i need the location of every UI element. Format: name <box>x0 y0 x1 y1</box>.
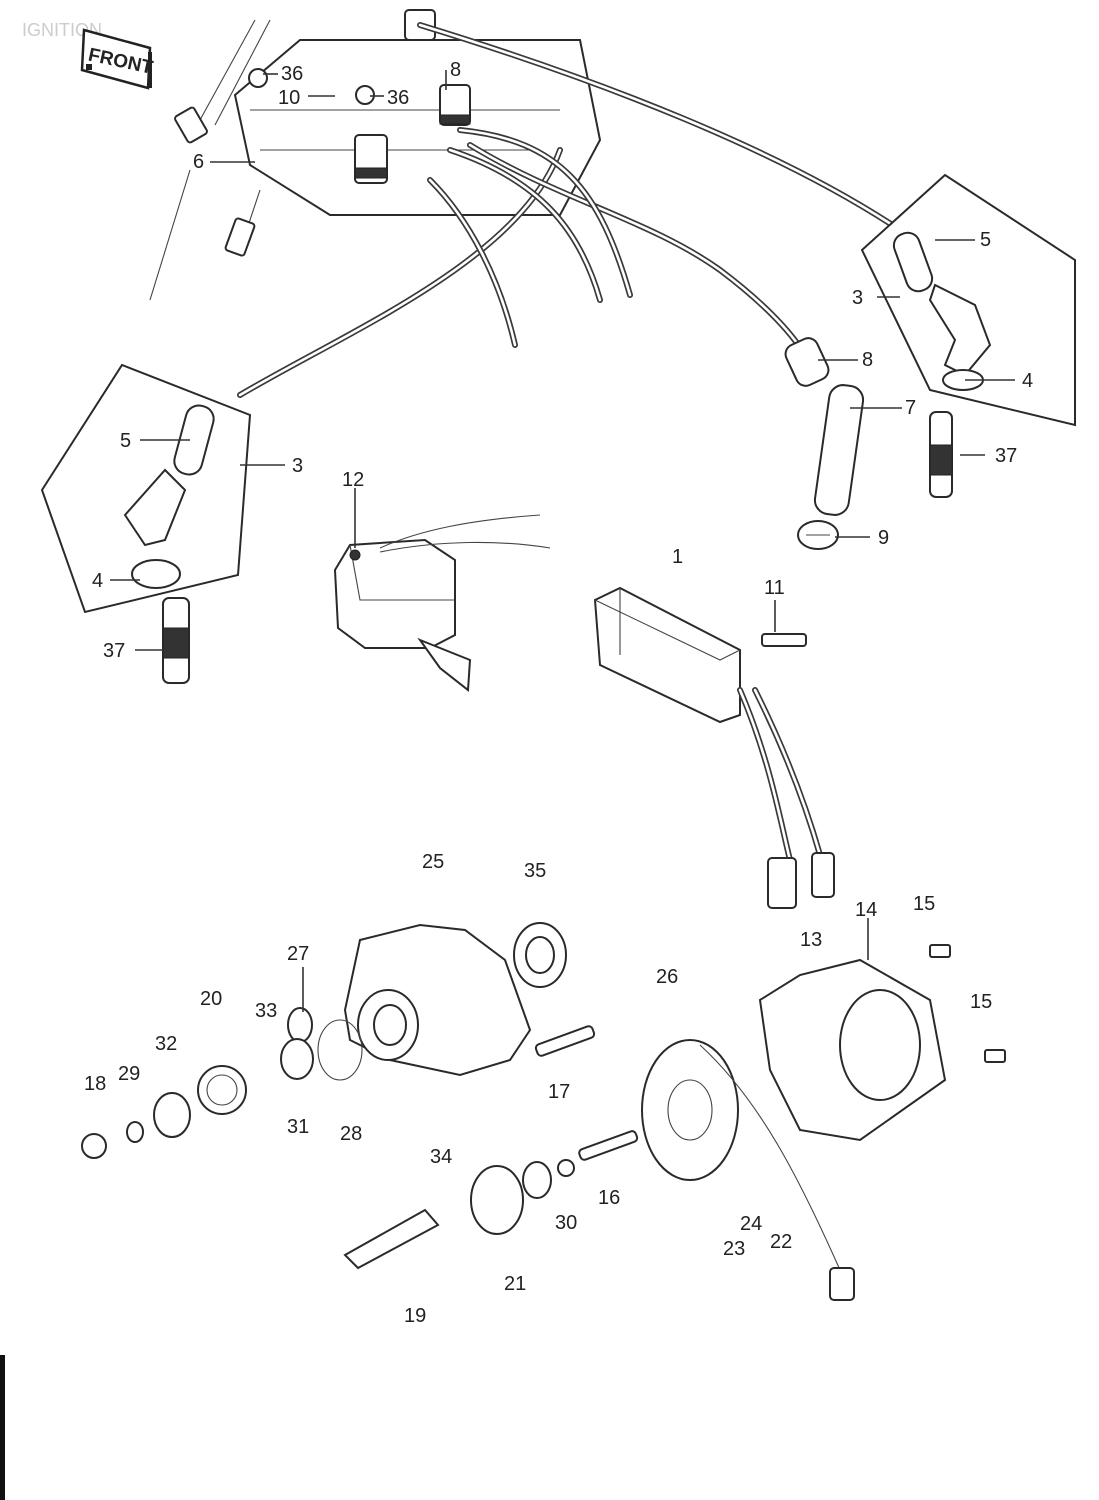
label-10: 10 <box>278 87 300 109</box>
label-14: 14 <box>855 899 877 921</box>
label-15b: 15 <box>970 991 992 1013</box>
label-31: 31 <box>287 1116 309 1138</box>
label-3b: 3 <box>292 455 303 477</box>
plug-cap-center <box>784 337 865 550</box>
label-37a: 37 <box>995 445 1017 467</box>
label-6: 6 <box>193 151 204 173</box>
label-12: 12 <box>342 469 364 491</box>
label-8b: 8 <box>862 349 873 371</box>
left-plug-cap-group <box>40 363 252 684</box>
ignition-coil <box>333 514 551 692</box>
label-36b: 36 <box>387 87 409 109</box>
label-37b: 37 <box>103 640 125 662</box>
label-26: 26 <box>656 966 678 988</box>
label-36a: 36 <box>281 63 303 85</box>
label-22: 22 <box>770 1231 792 1253</box>
part-labels: 36 10 36 8 6 5 3 4 37 8 7 9 5 3 4 37 12 … <box>84 59 1033 1327</box>
label-25: 25 <box>422 851 444 873</box>
label-11: 11 <box>764 577 785 599</box>
label-34: 34 <box>430 1146 452 1168</box>
label-3a: 3 <box>852 287 863 309</box>
label-35: 35 <box>524 860 546 882</box>
front-direction-badge: FRONT <box>80 28 155 90</box>
label-29: 29 <box>118 1063 140 1085</box>
label-17: 17 <box>548 1081 570 1103</box>
label-33: 33 <box>255 1000 277 1022</box>
label-21: 21 <box>504 1273 526 1295</box>
section-title: IGNITION <box>22 20 102 40</box>
right-plug-cap-group <box>860 173 1076 498</box>
label-5b: 5 <box>120 430 131 452</box>
label-19: 19 <box>404 1305 426 1327</box>
label-30: 30 <box>555 1212 577 1234</box>
label-8a: 8 <box>450 59 461 81</box>
label-4a: 4 <box>1022 370 1033 392</box>
gear-and-spacers <box>81 1065 247 1159</box>
label-32: 32 <box>155 1033 177 1055</box>
label-7: 7 <box>905 397 916 419</box>
label-13: 13 <box>800 929 822 951</box>
magneto-cover-assembly <box>280 922 596 1081</box>
label-23: 23 <box>723 1238 745 1260</box>
cdi-unit <box>593 586 835 909</box>
label-9: 9 <box>878 527 889 549</box>
label-16: 16 <box>598 1187 620 1209</box>
label-20: 20 <box>200 988 222 1010</box>
label-5a: 5 <box>980 229 991 251</box>
label-4b: 4 <box>92 570 103 592</box>
label-27: 27 <box>287 943 309 965</box>
ignition-coil-bracket-assembly <box>149 9 602 301</box>
label-1: 1 <box>672 546 683 568</box>
pickup-and-rotor-hub <box>343 1159 575 1270</box>
label-15a: 15 <box>913 893 935 915</box>
leader-lines <box>110 70 1015 1012</box>
label-18: 18 <box>84 1073 106 1095</box>
high-tension-cables <box>237 22 903 398</box>
stator-and-rotor <box>578 944 1006 1301</box>
scan-edge-mark <box>0 1355 5 1500</box>
label-28: 28 <box>340 1123 362 1145</box>
label-24: 24 <box>740 1213 762 1235</box>
